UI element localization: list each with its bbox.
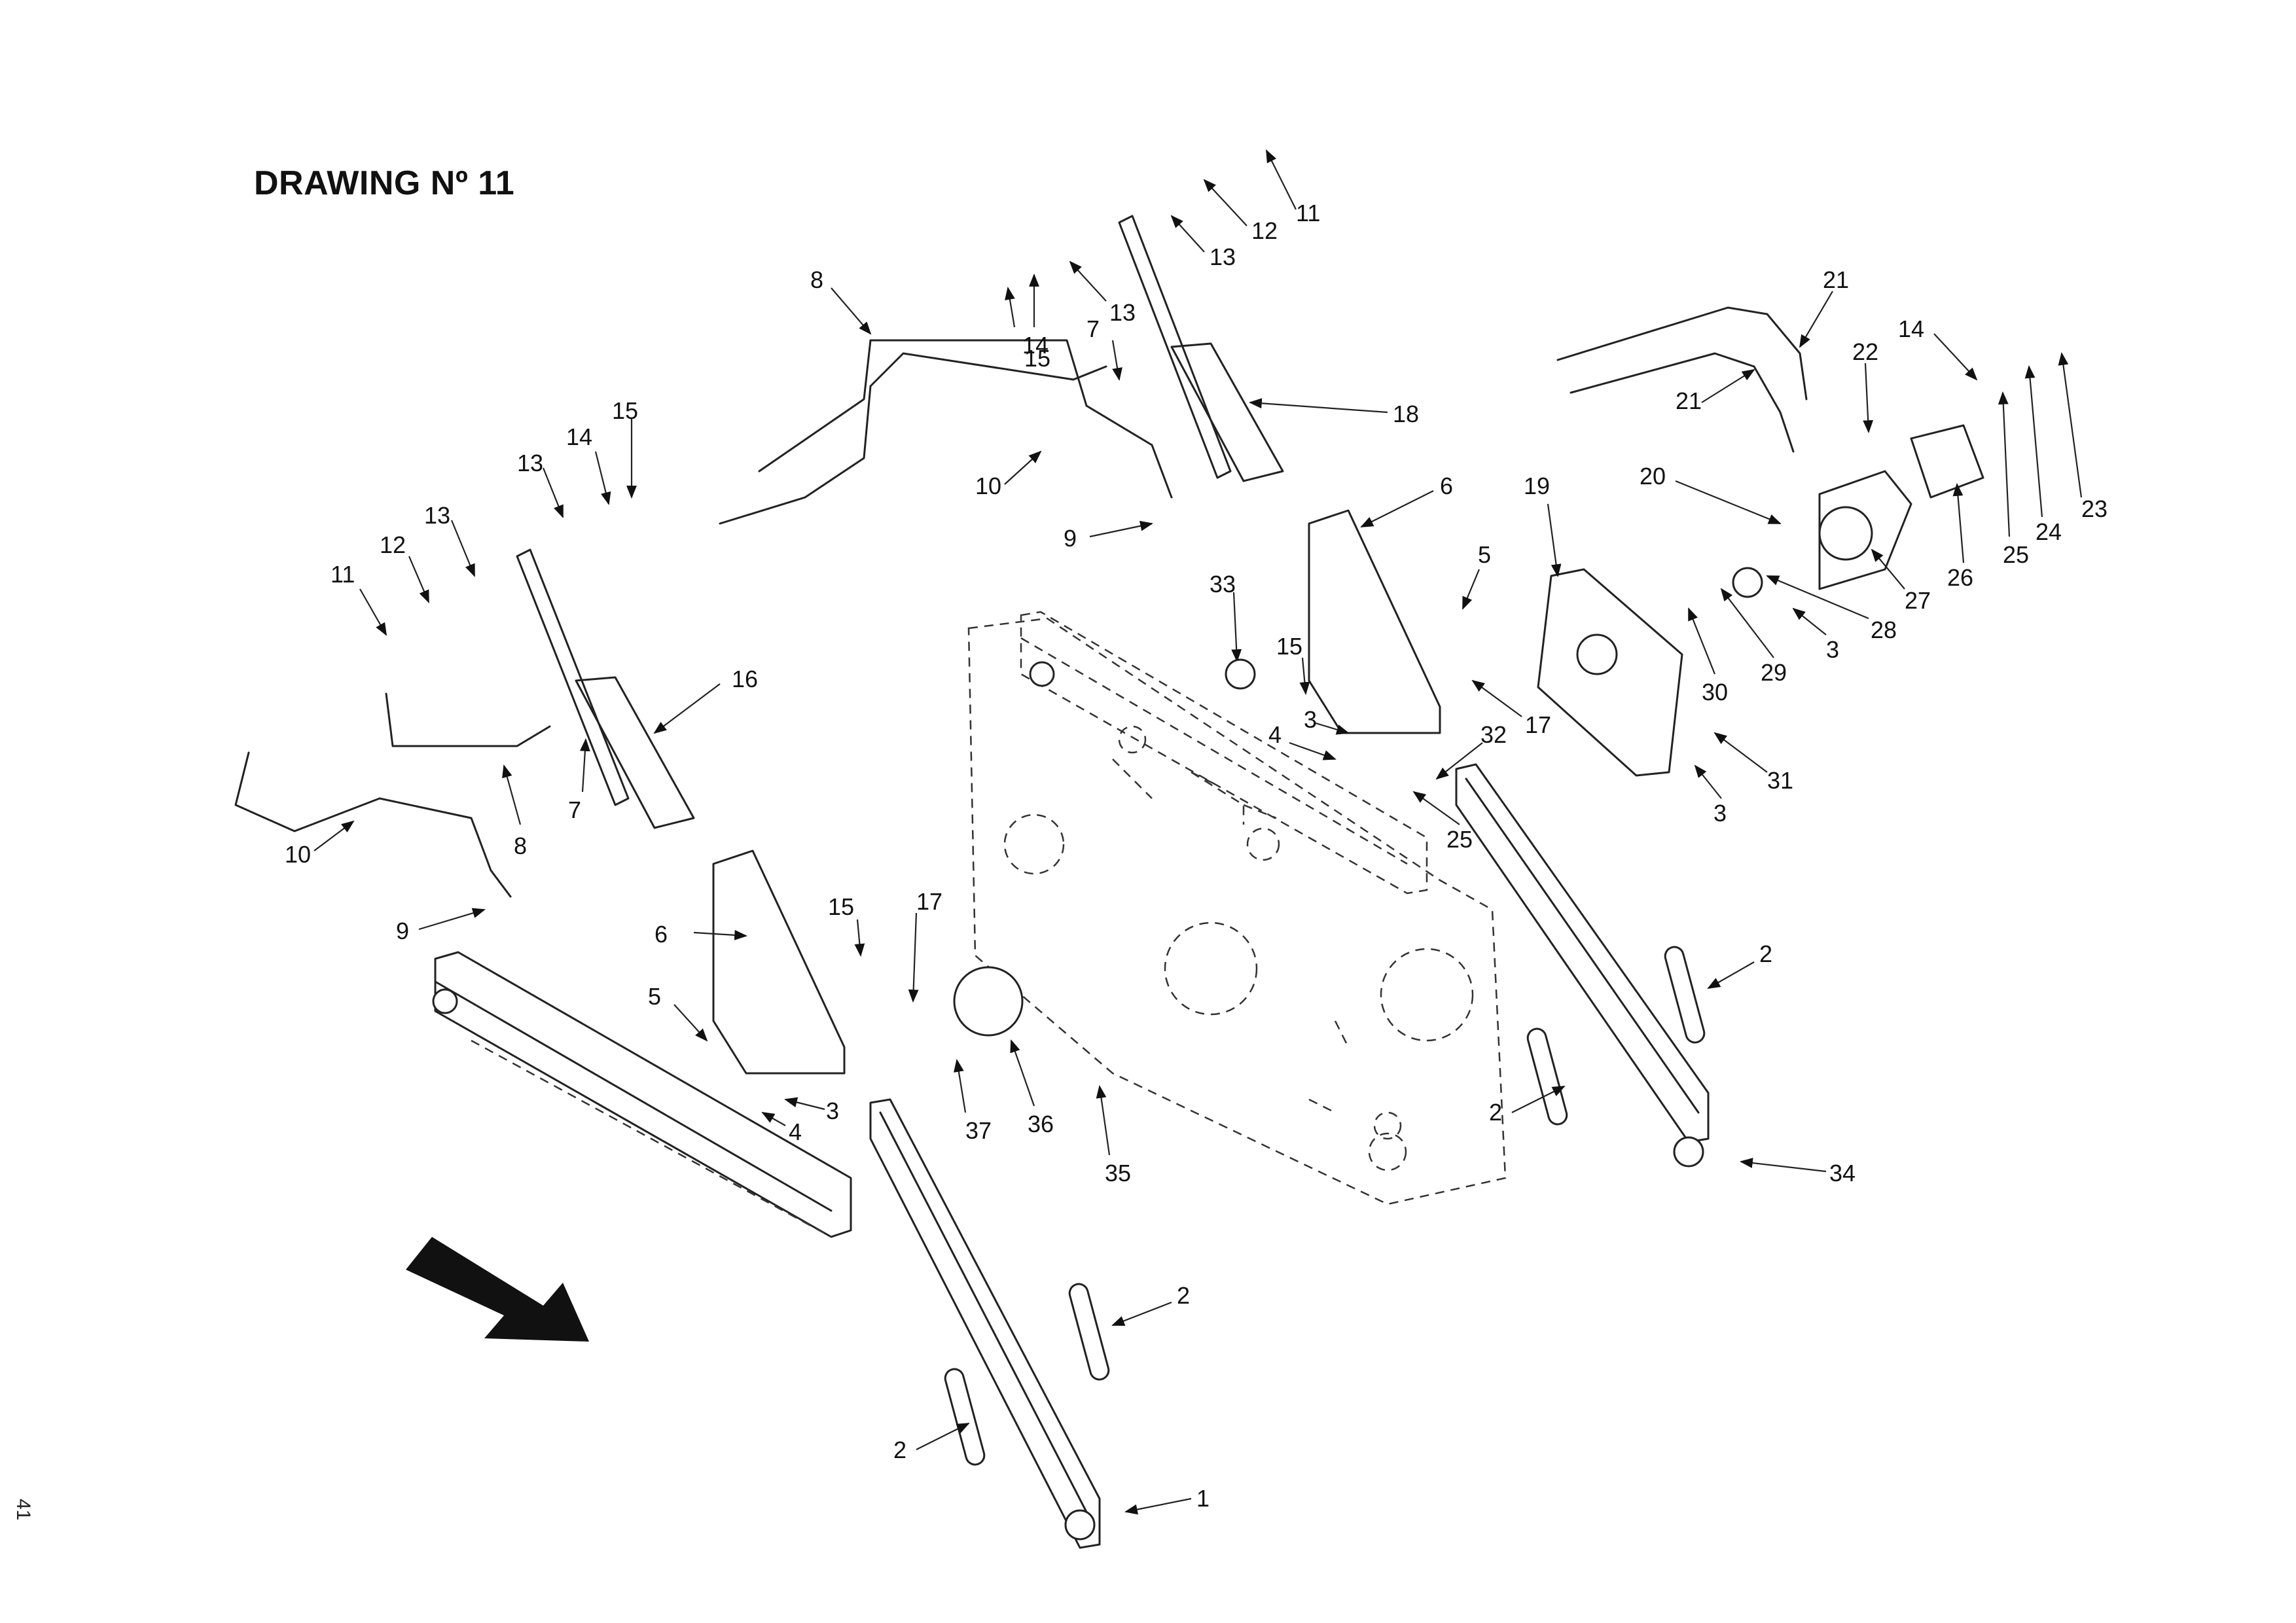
pins: [944, 946, 1706, 1466]
callout-label: 14: [1022, 332, 1049, 359]
callout-label: 13: [1109, 299, 1136, 326]
callout-label: 27: [1905, 587, 1931, 614]
callout-label: 28: [1871, 616, 1897, 643]
callout-label: 15: [828, 893, 854, 920]
main-frame-plate: [967, 617, 1507, 1205]
callout-label: 2: [1177, 1282, 1190, 1309]
callout-label: 2: [1759, 940, 1772, 967]
callout-label: 2: [893, 1436, 906, 1463]
callout-label: 5: [1478, 541, 1491, 568]
callout-label: 21: [1823, 266, 1849, 293]
callout-label: 2: [1489, 1099, 1502, 1126]
lower-frame-beam: [432, 951, 852, 1238]
callout-label: 7: [1086, 315, 1100, 342]
callout-label: 25: [2003, 541, 2029, 568]
callout-label: 12: [1251, 217, 1278, 244]
callout-label: 22: [1852, 338, 1878, 365]
callout-label: 23: [2081, 495, 2108, 522]
callout-label: 29: [1761, 659, 1787, 686]
drawing-title: DRAWING Nº 11: [254, 164, 515, 202]
callout-label: 37: [965, 1117, 992, 1144]
callout-label: 9: [1064, 525, 1077, 552]
callout-label: 9: [396, 918, 409, 944]
callout-label: 20: [1640, 463, 1666, 490]
callout-label: 25: [1446, 826, 1473, 853]
callout-label: 5: [648, 983, 661, 1010]
right-lifting-arm: [1455, 763, 1710, 1168]
callout-label: 13: [424, 502, 450, 529]
callout-label: 13: [1210, 243, 1236, 270]
cover-disc: [953, 966, 1024, 1037]
callout-label: 8: [810, 266, 823, 293]
callout-label: 11: [1296, 200, 1320, 226]
callout-label: 11: [331, 561, 355, 588]
callout-label: 32: [1480, 721, 1507, 748]
callout-label: 16: [732, 666, 758, 692]
callout-label: 6: [655, 921, 668, 948]
callout-label: 34: [1829, 1160, 1856, 1186]
seal-ring: [1225, 658, 1256, 690]
upper-frame-beam: [1020, 611, 1428, 895]
motor-assembly: [1537, 424, 1984, 777]
callout-label: 35: [1105, 1160, 1131, 1186]
callout-label: 33: [1210, 571, 1236, 597]
callout-label: 24: [2036, 518, 2062, 545]
callout-label: 15: [1024, 345, 1050, 372]
hoses: [234, 339, 1173, 898]
callout-label: 17: [1525, 711, 1551, 738]
callout-label: 15: [612, 397, 638, 424]
callout-label: 18: [1393, 401, 1419, 427]
callout-label: 12: [380, 531, 406, 558]
callout-label: 6: [1440, 473, 1453, 499]
travel-direction-arrow: [406, 1237, 589, 1342]
callouts: 1 2 2 2 2 3 3 3 3 4 4 5 5 6 6 7: [285, 149, 2108, 1515]
callout-label: 14: [566, 423, 592, 450]
callout-label: 26: [1947, 564, 1973, 591]
callout-label: 10: [285, 841, 311, 868]
callout-label: 4: [789, 1118, 802, 1145]
callout-label: 19: [1524, 473, 1550, 499]
callout-label: 3: [1713, 800, 1727, 827]
callout-label: 4: [1268, 721, 1282, 748]
brackets: [712, 509, 1441, 1075]
left-lifting-arm: [869, 1098, 1101, 1549]
callout-label: 14: [1898, 315, 1924, 342]
callout-label: 13: [517, 450, 543, 476]
callout-label: 17: [916, 888, 942, 915]
callout-label: 31: [1767, 767, 1793, 794]
callout-label: 8: [514, 832, 527, 859]
callout-label: 21: [1676, 387, 1702, 414]
callout-label: 3: [1304, 706, 1317, 733]
callout-label: 3: [1826, 636, 1839, 663]
callout-label: 3: [826, 1097, 839, 1124]
hydraulic-cylinders: [516, 215, 1284, 829]
callout-label: 10: [975, 473, 1001, 499]
callout-label: 15: [1276, 633, 1302, 660]
callout-label: 30: [1702, 679, 1728, 705]
callout-label: 7: [568, 796, 581, 823]
motor-hoses: [1556, 306, 1808, 453]
callout-label: 1: [1196, 1485, 1210, 1512]
callout-label: 36: [1028, 1111, 1054, 1137]
